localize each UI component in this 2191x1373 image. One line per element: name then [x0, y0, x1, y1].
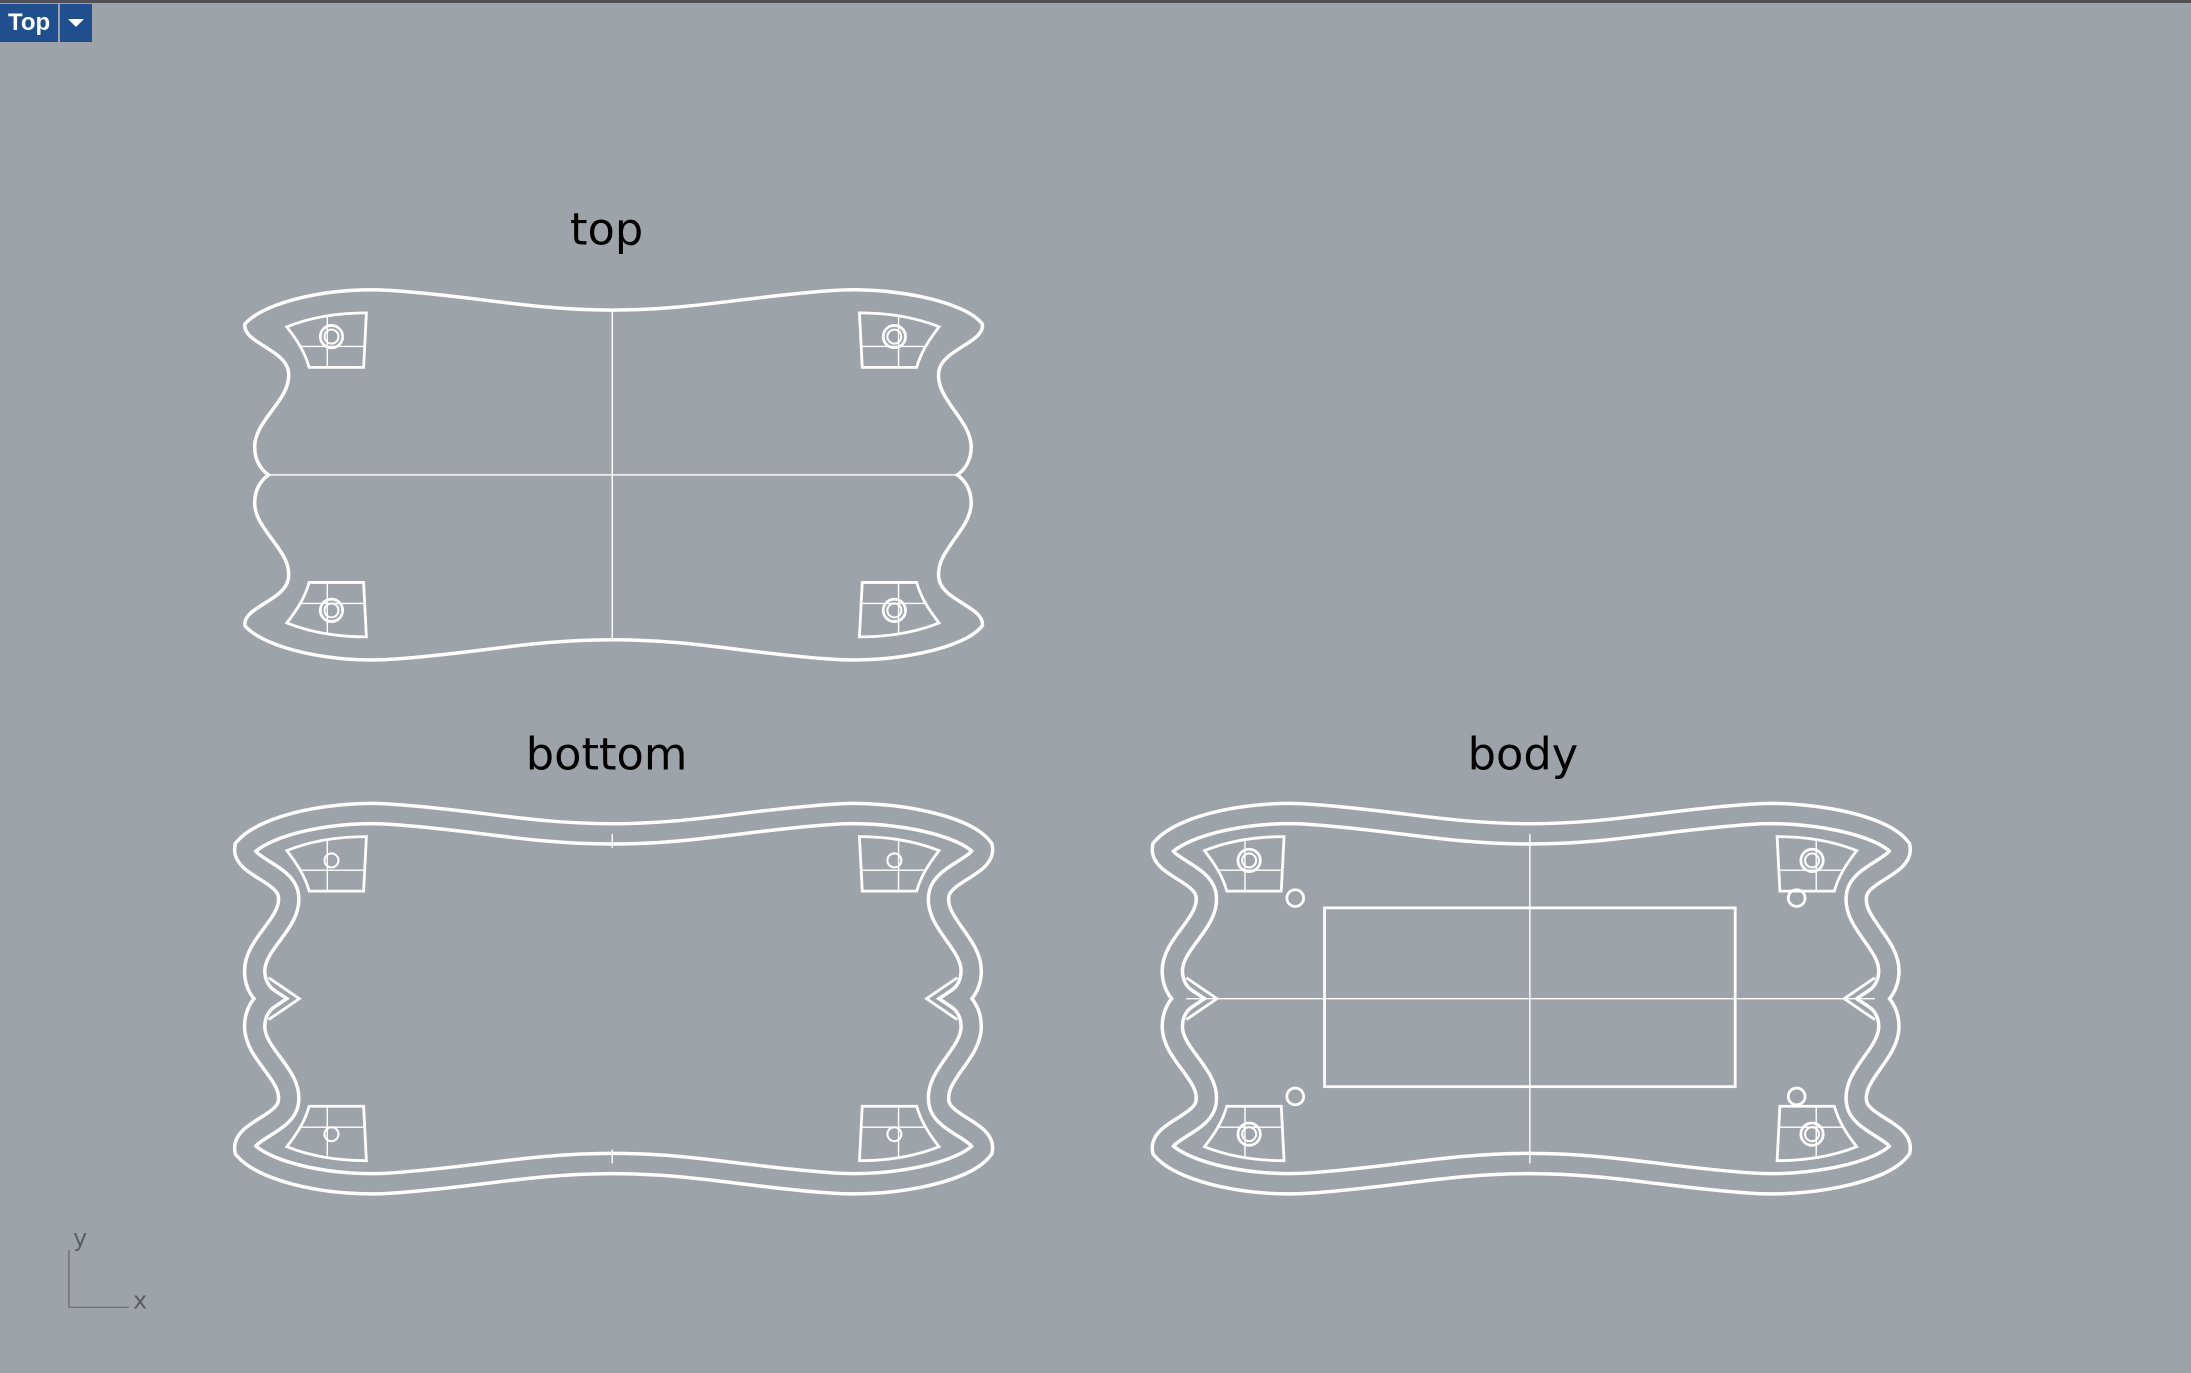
viewport-name[interactable]: Top [0, 4, 59, 42]
battery-cutout [1323, 906, 1737, 1089]
viewport-dropdown-button[interactable] [60, 4, 93, 42]
axis-x-label: x [133, 1287, 147, 1315]
mount-boss [858, 1104, 941, 1163]
mount-boss [285, 1104, 368, 1163]
mount-boss [285, 835, 368, 893]
viewport-tab[interactable]: Top [0, 4, 93, 42]
world-axes-icon: y x [68, 1224, 147, 1315]
mount-boss [1203, 1104, 1286, 1163]
label-bottom: bottom [526, 729, 688, 781]
mount-boss [1203, 835, 1286, 893]
label-top: top [570, 203, 643, 255]
axis-y-label: y [73, 1224, 87, 1252]
mount-boss [858, 311, 941, 369]
mount-boss [1775, 1104, 1859, 1163]
object-bottom[interactable] [245, 814, 983, 1184]
object-body[interactable] [1162, 814, 1900, 1184]
chevron-down-icon [68, 19, 85, 27]
window-top-border [0, 0, 2191, 3]
mount-boss [285, 581, 368, 639]
label-body: body [1468, 729, 1579, 781]
object-top[interactable] [243, 288, 985, 662]
mount-boss [858, 835, 941, 893]
mount-boss [1775, 835, 1859, 893]
mount-boss [285, 311, 368, 369]
mount-boss [858, 581, 941, 639]
